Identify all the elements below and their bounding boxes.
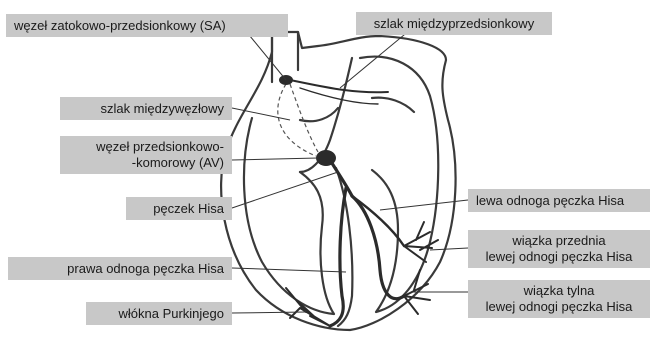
- left-chamber-wall: [360, 57, 438, 312]
- label-purkinje-fibers: włókna Purkinjego: [86, 302, 232, 325]
- vena-cava: [272, 32, 298, 82]
- internodal-tract: [278, 84, 316, 156]
- label-right-bundle-branch: prawa odnoga pęczka Hisa: [8, 257, 232, 280]
- label-anterior-fascicle: wiązka przednia lewej odnogi pęczka Hisa: [468, 230, 650, 268]
- label-his-bundle: pęczek Hisa: [126, 197, 232, 220]
- leader-line: [430, 248, 468, 250]
- right-chamber-wall: [244, 118, 334, 314]
- label-internodal-tract: szlak międzywęzłowy: [60, 97, 232, 120]
- internodal-tract: [290, 84, 318, 152]
- his-bundle: [330, 160, 352, 196]
- label-sa-node: węzeł zatokowo-przedsionkowy (SA): [6, 14, 288, 37]
- label-posterior-fascicle: wiązka tylna lewej odnogi pęczka Hisa: [468, 280, 650, 318]
- interatrial-tract: [290, 80, 388, 92]
- label-interatrial-tract: szlak międzyprzedsionkowy: [356, 12, 552, 35]
- right-bundle-branch: [330, 188, 346, 326]
- label-av-node: węzeł przedsionkowo- -komorowy (AV): [60, 136, 232, 174]
- av-node: [316, 150, 336, 166]
- interatrial-tract: [300, 88, 378, 104]
- leader-line: [232, 268, 346, 272]
- valve-line: [300, 98, 414, 122]
- label-left-bundle-branch: lewa odnoga pęczka Hisa: [468, 189, 650, 212]
